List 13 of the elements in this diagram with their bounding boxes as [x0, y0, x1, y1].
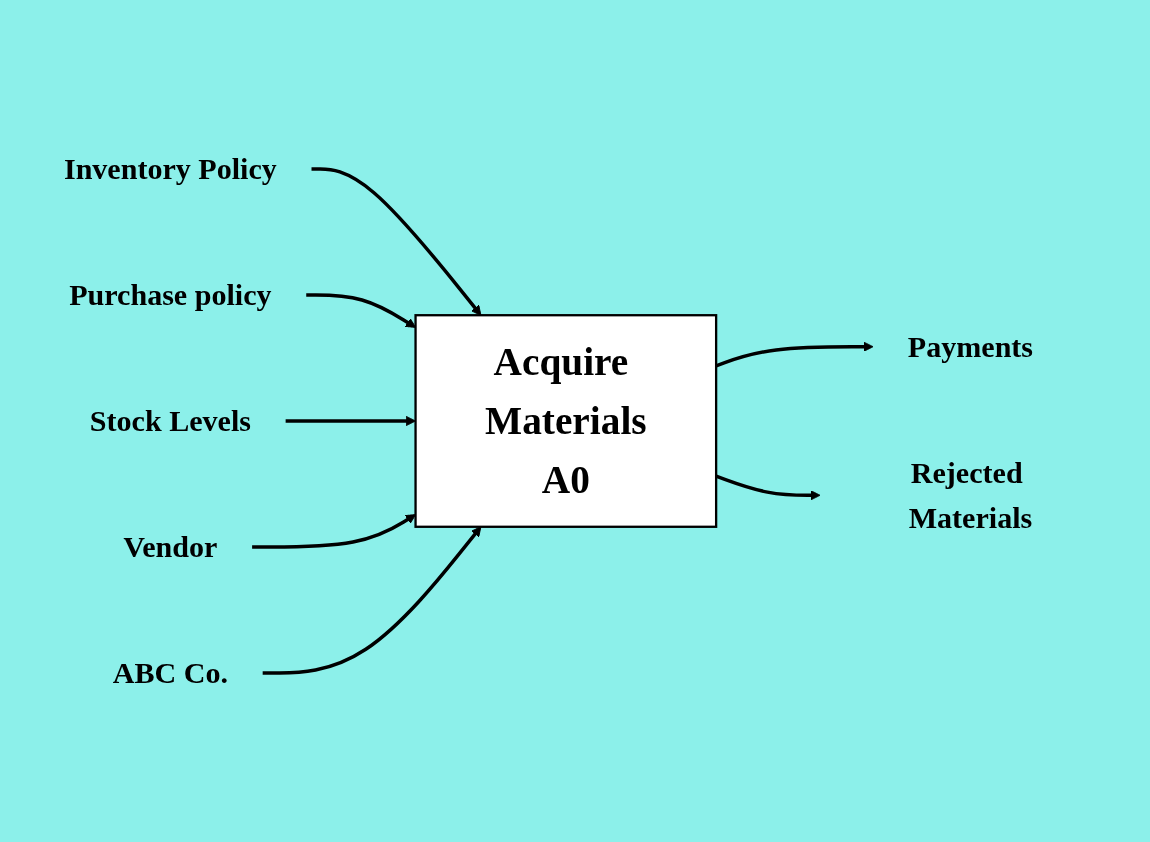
arrow	[262, 526, 482, 675]
node-text: Purchase policy	[69, 278, 272, 312]
arrow	[306, 293, 416, 328]
arrow	[285, 415, 416, 427]
node-text: Rejected Materials	[908, 455, 1033, 535]
node-text: Stock Levels	[89, 404, 251, 438]
node-text: Vendor	[123, 530, 218, 564]
node-text: Inventory Policy	[63, 152, 277, 186]
node-text: ABC Co.	[112, 656, 228, 690]
arrow	[311, 167, 482, 316]
node-text: Payments	[907, 329, 1034, 364]
node-box: Acquire Materials A0	[414, 314, 718, 528]
arrow	[252, 514, 416, 549]
